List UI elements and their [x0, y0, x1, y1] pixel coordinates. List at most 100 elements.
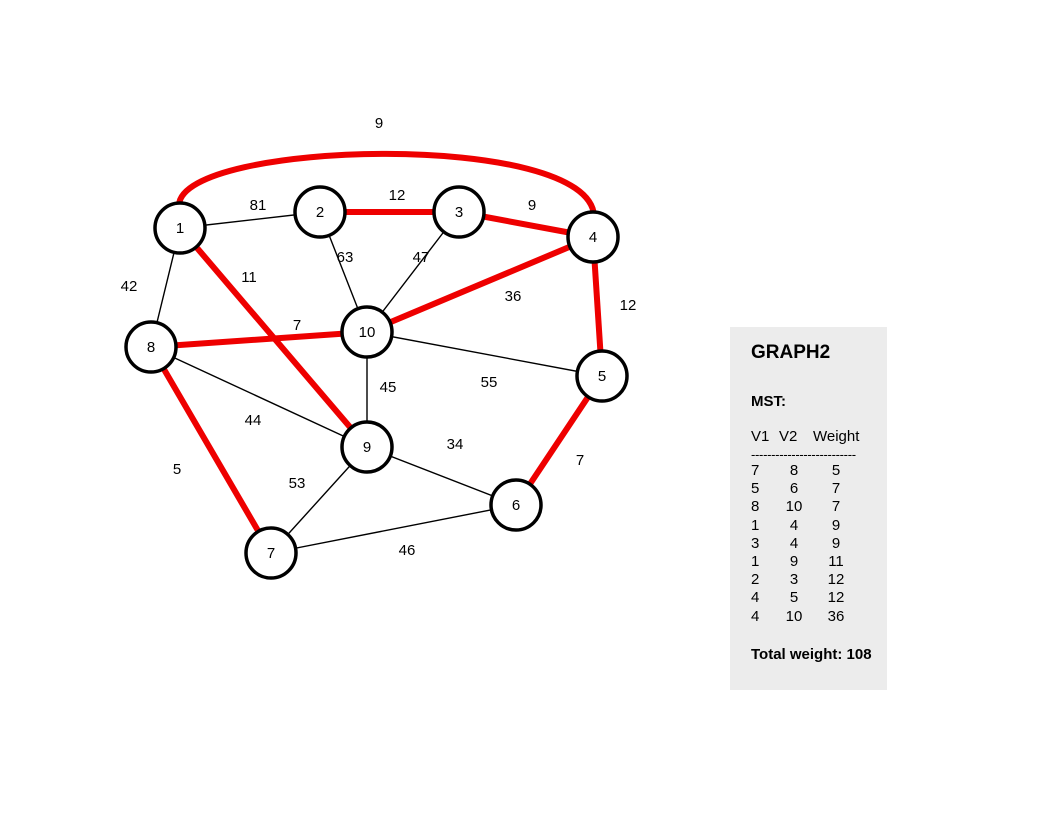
- mst-cell-v2: 4: [789, 534, 799, 552]
- node-3: 3: [432, 185, 486, 239]
- mst-info-panel: GRAPH2 MST: V1 V2 Weight -----------------…: [730, 327, 887, 690]
- mst-edge-8-7: [148, 344, 274, 556]
- mst-cell-weight: 5: [831, 462, 841, 479]
- node-circle-2: [293, 185, 347, 239]
- edge-weight-label-5-6: 7: [576, 452, 584, 469]
- node-label-10: 10: [359, 324, 376, 341]
- node-label-1: 1: [176, 220, 184, 237]
- node-circle-3: [432, 185, 486, 239]
- mst-cell-v2: 10: [785, 498, 803, 516]
- edge-weight-label-2-10: 63: [337, 249, 354, 266]
- node-7: 7: [244, 526, 298, 580]
- column-header-weight: Weight: [813, 428, 860, 445]
- node-1: 1: [153, 201, 207, 255]
- edge-weight-label-10-5: 55: [481, 374, 498, 391]
- node-circle-6: [489, 478, 543, 532]
- graph-title: GRAPH2: [751, 342, 831, 363]
- node-9: 9: [340, 420, 394, 474]
- mst-row: 3 4 9: [751, 535, 865, 553]
- node-label-5: 5: [598, 368, 606, 385]
- mst-cell-v1: 2: [751, 571, 760, 589]
- node-label-3: 3: [455, 204, 463, 221]
- column-header-v1: V1: [751, 428, 770, 445]
- mst-cell-v2: 8: [789, 462, 799, 479]
- edge-weight-label-7-6: 46: [399, 542, 416, 559]
- mst-heading: MST:: [751, 393, 786, 410]
- mst-row: 7 8 5: [751, 462, 865, 480]
- mst-cell-weight: 36: [827, 607, 845, 625]
- mst-cell-v1: 1: [751, 516, 760, 534]
- mst-row: 4 10 36: [751, 608, 865, 626]
- mst-cell-weight: 12: [827, 571, 845, 589]
- edge-weight-label-9-6: 34: [447, 436, 464, 453]
- mst-row: 1 4 9: [751, 517, 865, 535]
- mst-edge-8-10: [148, 329, 370, 350]
- edge-weight-label-3-10: 47: [413, 249, 430, 266]
- edge-weight-label-8-7: 5: [173, 461, 181, 478]
- node-label-8: 8: [147, 339, 155, 356]
- node-circle-8: [124, 320, 178, 374]
- mst-cell-v1: 8: [751, 498, 760, 516]
- edge-weight-label-4-10: 36: [505, 288, 522, 305]
- mst-cell-v1: 1: [751, 553, 760, 571]
- edge-weight-label-8-9: 44: [245, 412, 262, 429]
- mst-cell-v1: 5: [751, 480, 760, 498]
- mst-cell-weight: 11: [828, 553, 844, 571]
- edge-weight-label-1-8: 42: [121, 278, 138, 295]
- node-6: 6: [489, 478, 543, 532]
- node-label-7: 7: [267, 545, 275, 562]
- edge-8-9: [150, 346, 368, 448]
- mst-edge-1-4: [176, 150, 597, 219]
- node-label-6: 6: [512, 497, 520, 514]
- edge-10-5: [366, 331, 603, 377]
- node-5: 5: [575, 349, 629, 403]
- edge-weight-label-1-9: 11: [241, 269, 257, 286]
- node-2: 2: [293, 185, 347, 239]
- node-circle-4: [566, 210, 620, 264]
- mst-cell-v2: 10: [785, 607, 803, 625]
- mst-cell-v1: 4: [751, 607, 760, 625]
- node-10: 10: [340, 305, 394, 359]
- edge-weight-label-1-4: 9: [375, 115, 383, 132]
- mst-row: 5 6 7: [751, 480, 865, 498]
- total-weight: Total weight: 108: [751, 645, 872, 663]
- mst-row: 2 3 12: [751, 571, 865, 589]
- header-divider: --------------------------: [751, 447, 856, 462]
- mst-cell-v2: 9: [789, 553, 799, 571]
- mst-cell-weight: 9: [831, 516, 841, 534]
- mst-row: 8 10 7: [751, 498, 865, 516]
- node-circle-1: [153, 201, 207, 255]
- mst-row: 4 5 12: [751, 589, 865, 607]
- mst-cell-v1: 7: [751, 462, 760, 479]
- node-label-2: 2: [316, 204, 324, 221]
- node-label-4: 4: [589, 229, 597, 246]
- mst-cell-v2: 3: [789, 571, 799, 589]
- mst-cell-v1: 4: [751, 589, 760, 607]
- mst-cell-weight: 9: [831, 534, 841, 552]
- mst-cell-v1: 3: [751, 534, 760, 552]
- mst-cell-weight: 7: [831, 498, 841, 516]
- edge-weight-label-3-4: 9: [528, 197, 536, 214]
- edge-weight-label-1-2: 81: [250, 197, 267, 214]
- node-8: 8: [124, 320, 178, 374]
- node-4: 4: [566, 210, 620, 264]
- node-circle-9: [340, 420, 394, 474]
- mst-cell-weight: 7: [831, 480, 841, 498]
- edge-weight-label-4-5: 12: [620, 297, 637, 314]
- edge-weight-label-2-3: 12: [389, 187, 406, 204]
- column-header-v2: V2: [779, 428, 798, 445]
- edge-weight-label-10-9: 45: [380, 379, 397, 396]
- edge-weight-label-9-7: 53: [289, 475, 306, 492]
- node-label-9: 9: [363, 439, 371, 456]
- mst-cell-v2: 6: [789, 480, 799, 498]
- mst-cell-v2: 5: [789, 589, 799, 607]
- mst-cell-weight: 12: [827, 589, 845, 607]
- node-circle-10: [340, 305, 394, 359]
- mst-edge-4-10: [364, 234, 596, 335]
- edge-weight-label-8-10: 7: [293, 317, 301, 334]
- mst-cell-v2: 4: [789, 516, 799, 534]
- node-circle-5: [575, 349, 629, 403]
